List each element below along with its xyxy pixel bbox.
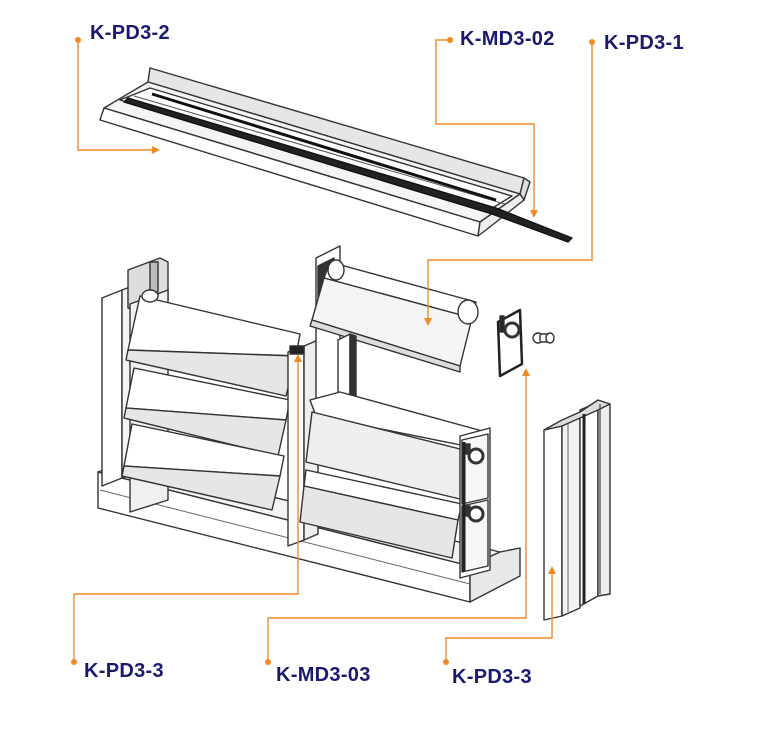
arrowhead-md3-02	[530, 210, 538, 218]
leader-pd3-3-left	[73, 358, 299, 662]
label-k-md3-02: K-MD3-02	[460, 28, 555, 50]
arrowhead-pd3-3-left	[294, 354, 302, 362]
label-k-pd3-1: K-PD3-1	[604, 32, 684, 54]
arrowhead-pd3-1	[424, 318, 432, 326]
arrowhead-md3-03	[522, 368, 530, 376]
top-rail-pd3-2	[99, 67, 573, 243]
label-k-md3-03: K-MD3-03	[276, 664, 371, 686]
leader-lines	[71, 37, 595, 665]
leader-pd3-3-right	[445, 570, 553, 662]
arrowhead-pd3-2	[152, 146, 160, 154]
leader-md3-03	[267, 372, 527, 662]
label-k-pd3-3-right: K-PD3-3	[452, 666, 532, 688]
label-k-pd3-2: K-PD3-2	[90, 22, 170, 44]
vertical-post-pd3-3	[543, 399, 611, 621]
end-cap-bracket-md3-03	[496, 308, 555, 378]
label-k-pd3-3-left: K-PD3-3	[84, 660, 164, 682]
leader-pd3-1	[427, 42, 593, 322]
leader-pd3-2	[77, 40, 158, 151]
right-louver-frame	[299, 245, 491, 579]
drawing	[97, 67, 611, 621]
arrowhead-pd3-3-right	[548, 566, 556, 574]
leader-md3-02	[435, 39, 535, 214]
